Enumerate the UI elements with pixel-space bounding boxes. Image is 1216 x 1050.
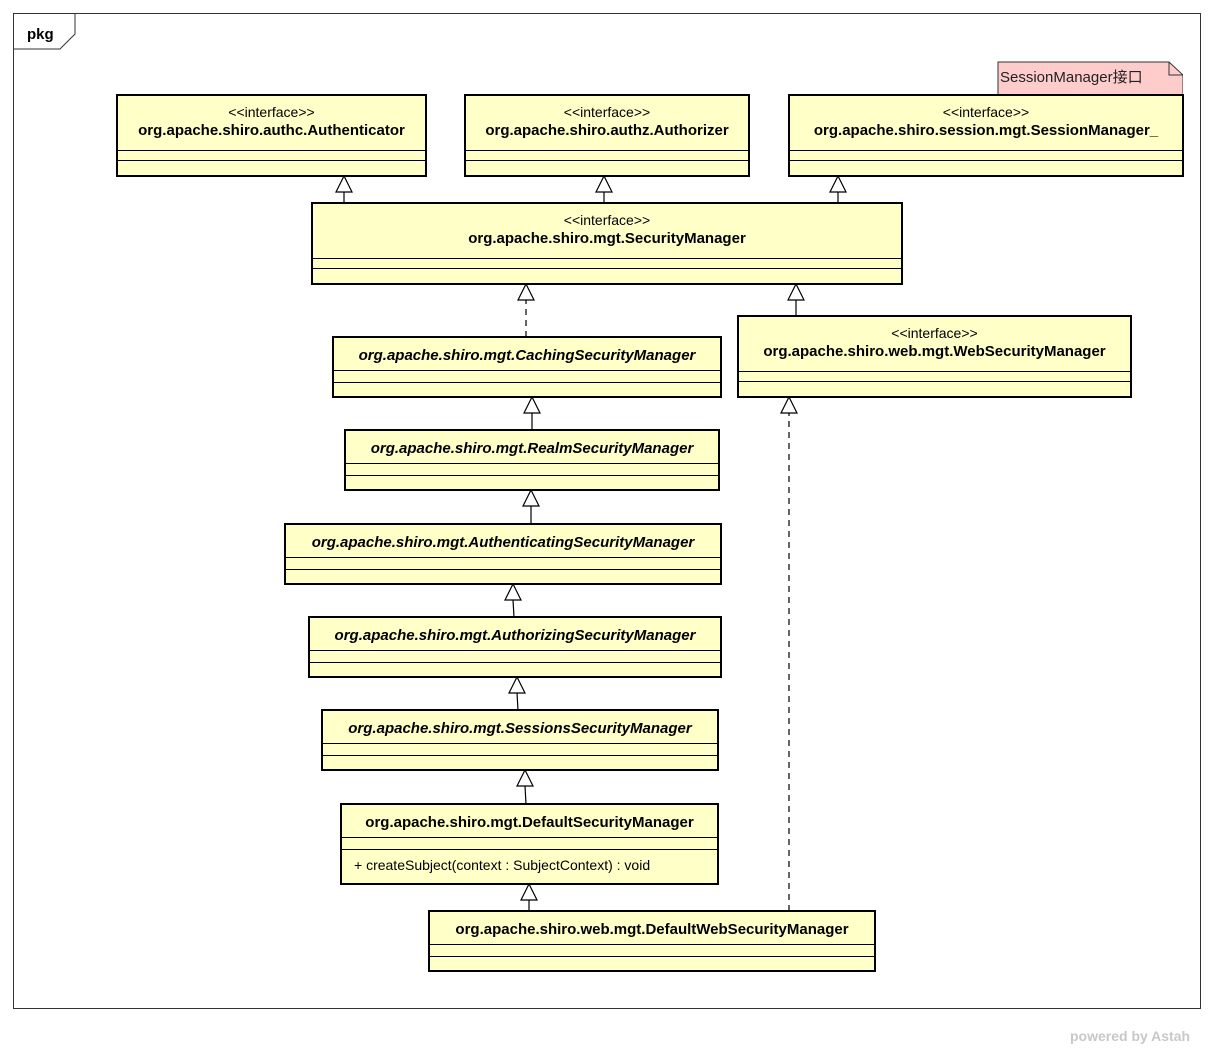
class-name: org.apache.shiro.mgt.CachingSecurityMana… bbox=[358, 347, 696, 364]
generalization-arrowhead bbox=[520, 882, 538, 901]
class-name: org.apache.shiro.authc.Authenticator bbox=[138, 122, 405, 139]
package-tab: pkg bbox=[13, 13, 76, 50]
class-name: org.apache.shiro.mgt.AuthorizingSecurity… bbox=[334, 627, 696, 644]
generalization-arrowhead bbox=[523, 395, 541, 414]
note bbox=[997, 61, 1183, 94]
class-name: org.apache.shiro.authz.Authorizer bbox=[485, 122, 729, 139]
realization-arrowhead bbox=[517, 282, 535, 301]
class-name: org.apache.shiro.mgt.DefaultSecurityMana… bbox=[365, 814, 694, 831]
class-authenticator[interactable]: <<interface>> org.apache.shiro.authc.Auth… bbox=[116, 94, 427, 177]
generalization-arrowhead bbox=[787, 282, 805, 301]
class-caching-security-manager[interactable]: org.apache.shiro.mgt.CachingSecurityMana… bbox=[332, 336, 722, 398]
generalization-arrowhead bbox=[516, 768, 534, 787]
class-name: org.apache.shiro.mgt.SessionsSecurityMan… bbox=[348, 720, 692, 737]
class-realm-security-manager[interactable]: org.apache.shiro.mgt.RealmSecurityManage… bbox=[344, 429, 720, 491]
generalization-arrowhead bbox=[504, 582, 522, 601]
generalization-arrowhead bbox=[335, 174, 353, 193]
generalization-arrowhead bbox=[522, 488, 540, 507]
class-authorizer[interactable]: <<interface>> org.apache.shiro.authz.Auth… bbox=[464, 94, 750, 177]
class-name: org.apache.shiro.web.mgt.WebSecurityMana… bbox=[763, 343, 1106, 360]
class-name: org.apache.shiro.mgt.SecurityManager bbox=[468, 230, 746, 247]
watermark: powered by Astah bbox=[1070, 1028, 1191, 1044]
generalization-line bbox=[516, 692, 519, 711]
class-name: org.apache.shiro.mgt.RealmSecurityManage… bbox=[370, 440, 694, 457]
class-sessions-security-manager[interactable]: org.apache.shiro.mgt.SessionsSecurityMan… bbox=[321, 709, 719, 771]
stereotype-label: <<interface>> bbox=[891, 325, 978, 341]
stereotype-label: <<interface>> bbox=[942, 104, 1030, 120]
class-web-security-manager[interactable]: <<interface>> org.apache.shiro.web.mgt.We… bbox=[737, 315, 1132, 398]
class-authenticating-security-manager[interactable]: org.apache.shiro.mgt.AuthenticatingSecur… bbox=[284, 523, 722, 585]
class-authorizing-security-manager[interactable]: org.apache.shiro.mgt.AuthorizingSecurity… bbox=[308, 616, 722, 678]
stereotype-label: <<interface>> bbox=[228, 104, 315, 120]
package-frame bbox=[13, 13, 1201, 1009]
stereotype-label: <<interface>> bbox=[563, 104, 651, 120]
stereotype-label: <<interface>> bbox=[563, 212, 651, 228]
class-default-web-security-manager[interactable]: org.apache.shiro.web.mgt.DefaultWebSecur… bbox=[428, 910, 876, 972]
note-text: SessionManager接口 bbox=[1000, 69, 1143, 86]
package-label: pkg bbox=[27, 26, 54, 43]
generalization-arrowhead bbox=[595, 174, 613, 193]
class-name: org.apache.shiro.session.mgt.SessionMana… bbox=[813, 122, 1159, 139]
operation-create-subject: + createSubject(context : SubjectContext… bbox=[354, 857, 651, 873]
generalization-arrowhead bbox=[508, 675, 526, 694]
class-name: org.apache.shiro.web.mgt.DefaultWebSecur… bbox=[455, 921, 849, 938]
realization-arrowhead bbox=[780, 395, 798, 414]
generalization-arrowhead bbox=[829, 174, 847, 193]
generalization-line bbox=[524, 785, 527, 805]
class-session-manager[interactable]: <<interface>> org.apache.shiro.session.mg… bbox=[788, 94, 1184, 177]
class-name: org.apache.shiro.mgt.AuthenticatingSecur… bbox=[311, 534, 695, 551]
class-default-security-manager[interactable]: org.apache.shiro.mgt.DefaultSecurityMana… bbox=[340, 803, 719, 885]
generalization-line bbox=[512, 599, 515, 618]
class-security-manager[interactable]: <<interface>> org.apache.shiro.mgt.Securi… bbox=[311, 202, 903, 285]
